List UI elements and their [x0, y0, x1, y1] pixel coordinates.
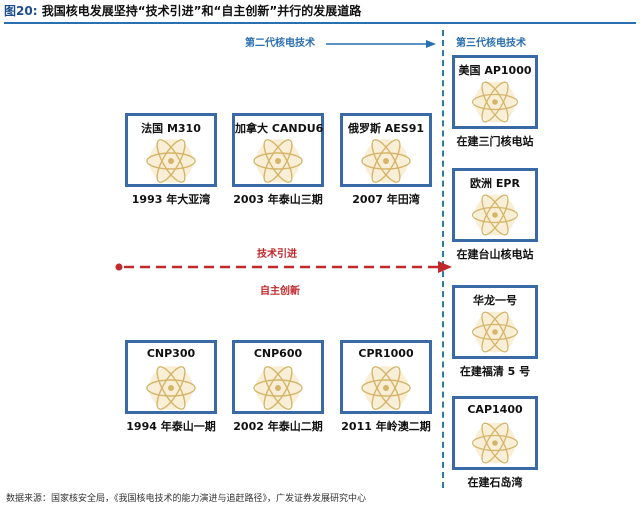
reactor-name: 欧洲 EPR: [470, 177, 520, 190]
gen2-label: 第二代核电技术: [245, 38, 315, 49]
atom-icon: [471, 422, 519, 464]
development-path-arrow: [115, 261, 452, 273]
reactor-name: CNP300: [146, 347, 196, 360]
atom-icon: [253, 366, 303, 410]
self-innovation-label: 自主创新: [260, 286, 300, 297]
reactor-name: 华龙一号: [473, 294, 517, 307]
reactor-name: CAP1400: [467, 403, 523, 416]
reactor-caption: 2002 年泰山二期: [233, 420, 323, 433]
atom-icon: [471, 311, 519, 353]
reactor-name: 美国 AP1000: [458, 64, 532, 77]
atom-icon: [361, 139, 411, 183]
reactor-card-candu6: 加拿大 CANDU6: [232, 113, 324, 187]
reactor-card-ap1000: 美国 AP1000: [452, 55, 538, 129]
reactor-name: CPR1000: [358, 347, 414, 360]
gen2-to-gen3-arrow: [326, 40, 436, 48]
reactor-card-hualong-one: 华龙一号: [452, 285, 538, 359]
reactor-caption: 在建石岛湾: [467, 476, 523, 489]
atom-icon: [471, 81, 519, 123]
atom-icon: [146, 366, 196, 410]
reactor-caption: 1993 年大亚湾: [131, 193, 211, 206]
reactor-name: 加拿大 CANDU6: [235, 122, 324, 135]
gen3-label: 第三代核电技术: [456, 38, 526, 49]
reactor-card-cpr1000: CPR1000: [340, 340, 432, 414]
reactor-caption: 2011 年岭澳二期: [341, 420, 431, 433]
reactor-name: 法国 M310: [141, 122, 201, 135]
source-note: 数据来源：国家核安全局，《我国核电技术的能力演进与追赶路径》，广发证券发展研究中…: [6, 494, 367, 504]
tech-import-label: 技术引进: [257, 249, 297, 260]
reactor-card-aes91: 俄罗斯 AES91: [340, 113, 432, 187]
reactor-name: CNP600: [253, 347, 303, 360]
atom-icon: [361, 366, 411, 410]
reactor-card-cap1400: CAP1400: [452, 396, 538, 470]
generation-divider: [442, 30, 444, 488]
reactor-caption: 2003 年泰山三期: [233, 193, 323, 206]
atom-icon: [146, 139, 196, 183]
figure-title: 图20: 我国核电发展坚持“技术引进”和“自主创新”并行的发展道路: [4, 2, 636, 24]
reactor-card-m310: 法国 M310: [125, 113, 217, 187]
figure-number: 图20:: [4, 4, 38, 18]
reactor-caption: 在建台山核电站: [456, 248, 534, 261]
reactor-card-epr: 欧洲 EPR: [452, 168, 538, 242]
atom-icon: [471, 194, 519, 236]
reactor-card-cnp600: CNP600: [232, 340, 324, 414]
reactor-name: 俄罗斯 AES91: [347, 122, 425, 135]
reactor-caption: 1994 年泰山一期: [126, 420, 216, 433]
atom-icon: [253, 139, 303, 183]
reactor-caption: 在建福清 5 号: [459, 365, 531, 378]
reactor-caption: 在建三门核电站: [456, 135, 534, 148]
figure-title-text: 我国核电发展坚持“技术引进”和“自主创新”并行的发展道路: [41, 4, 362, 18]
reactor-caption: 2007 年田湾: [352, 193, 420, 206]
reactor-card-cnp300: CNP300: [125, 340, 217, 414]
